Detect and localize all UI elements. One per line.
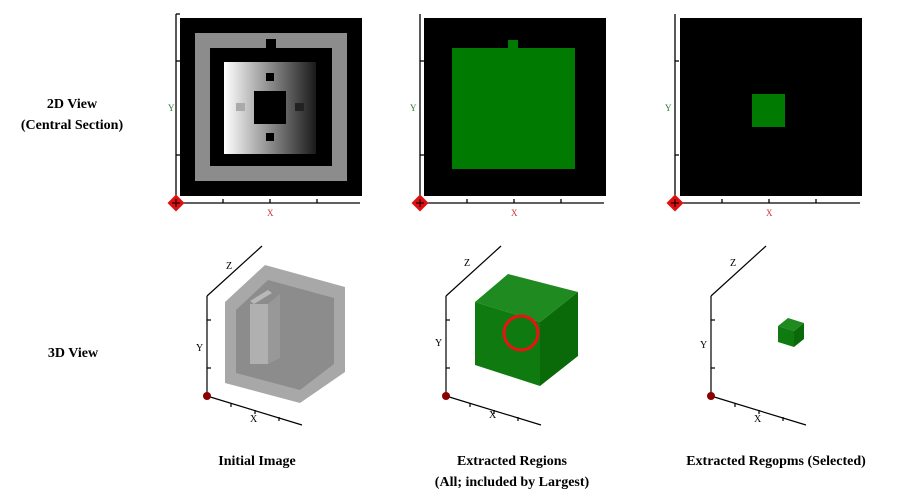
origin-marker (442, 392, 450, 400)
cube-front-face (778, 326, 794, 347)
z-axis-label: Z (464, 258, 470, 269)
y-axis-label: Y (410, 103, 417, 113)
row-label-3d: 3D View (48, 346, 99, 361)
center-hole (254, 91, 286, 124)
z-axis-label: Z (226, 261, 232, 272)
panel-3d-initial: Y X Z (196, 245, 345, 426)
panel-2d-selected: Y X (665, 14, 862, 218)
y-axis-label: Y (700, 340, 707, 351)
panel-2d-extracted-all: Y X (410, 14, 606, 218)
y-axis-label: Y (196, 343, 203, 354)
z-axis-label: Z (730, 258, 736, 269)
y-axis-label: Y (435, 338, 442, 349)
y-axis-label: Y (665, 103, 672, 113)
cube-top-face (778, 318, 804, 331)
highlight-circle (502, 314, 540, 352)
panel-3d-extracted-all: Y X Z (435, 245, 578, 426)
x-axis-label: X (489, 410, 497, 421)
panel-3d-selected: Y X Z (700, 245, 807, 426)
panel-2d-initial: Y X (167, 13, 362, 218)
origin-marker (203, 392, 211, 400)
x-axis-label: X (766, 208, 773, 218)
cube-side-face (794, 323, 804, 347)
caption-selected: Extracted Regopms (Selected) (686, 454, 866, 469)
axes-3d (206, 245, 303, 426)
x-axis-label: X (267, 208, 274, 218)
caption-extracted-all: Extracted Regions (457, 454, 568, 469)
x-axis-label: X (250, 414, 258, 425)
cube-side-face (540, 292, 578, 386)
row-label-2d-sub: (Central Section) (21, 118, 124, 133)
caption-extracted-all-sub: (All; included by Largest) (435, 475, 590, 490)
caption-initial: Initial Image (218, 454, 295, 469)
selected-region (752, 94, 785, 127)
x-axis-label: X (754, 414, 762, 425)
axes-2d (175, 13, 360, 204)
inner-pillar (250, 304, 268, 364)
extracted-region (452, 48, 575, 169)
cube-top-face (475, 274, 578, 322)
x-axis-label: X (511, 208, 518, 218)
origin-marker (707, 392, 715, 400)
y-axis-label: Y (168, 103, 175, 113)
row-label-2d: 2D View (47, 97, 98, 112)
